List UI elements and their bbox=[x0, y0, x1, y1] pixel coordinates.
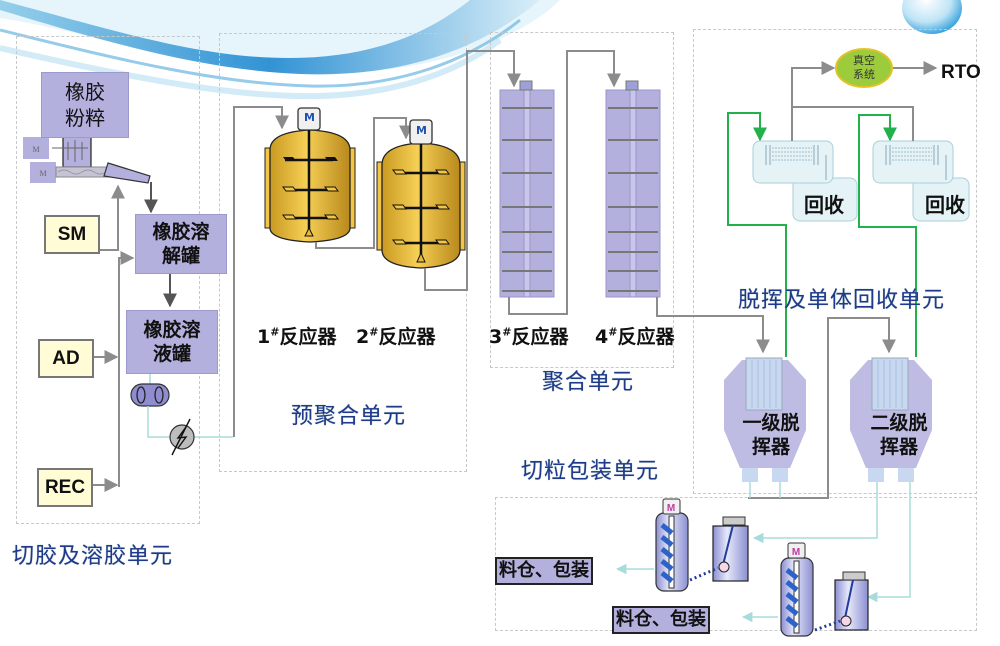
feed-sm: SM bbox=[44, 215, 100, 254]
unit-title-prepoly: 预聚合单元 bbox=[291, 404, 407, 429]
rubber-dissolver-tank: 橡胶溶解罐 bbox=[135, 214, 227, 274]
reactor-2-label: 2#反应器 bbox=[356, 325, 436, 348]
unit-frame-cutting bbox=[16, 36, 200, 524]
reactor-3-column bbox=[499, 80, 555, 298]
reactor-3-label: 3#反应器 bbox=[489, 325, 569, 348]
svg-text:M: M bbox=[39, 169, 46, 178]
pelletizer-1: M bbox=[655, 498, 749, 592]
motor-icon bbox=[662, 498, 681, 515]
pump-icon bbox=[130, 383, 170, 407]
unit-title-pellet: 切粒包装单元 bbox=[521, 459, 660, 484]
rubber-solution-tank: 橡胶溶液罐 bbox=[126, 310, 218, 374]
pelletizer-2: M bbox=[780, 542, 869, 637]
reactor-4-column bbox=[605, 80, 661, 298]
vacuum-system-label: 真空系统 bbox=[853, 54, 875, 81]
devolatilizer-2-label: 二级脱挥器 bbox=[870, 412, 928, 458]
reactor-2-vessel bbox=[376, 119, 466, 269]
recovery-2-label: 回收 bbox=[925, 193, 965, 217]
reactor-4-label: 4#反应器 bbox=[595, 325, 675, 348]
reactor-1-vessel bbox=[264, 107, 356, 243]
crusher-hopper bbox=[62, 136, 92, 168]
unit-frame-devol bbox=[693, 29, 977, 494]
reactor-1-label: 1#反应器 bbox=[257, 325, 337, 348]
heat-exchanger-icon bbox=[169, 418, 195, 456]
motor-icon bbox=[787, 542, 806, 559]
svg-text:M: M bbox=[32, 145, 39, 154]
recovery-condenser-2 bbox=[872, 140, 970, 222]
reactor-1-motor-label: M bbox=[304, 111, 315, 124]
crusher-motor-1 bbox=[23, 137, 49, 159]
water-drop-decoration bbox=[902, 0, 962, 34]
rubber-crusher: 橡胶粉粹 bbox=[41, 72, 129, 138]
unit-title-cutting: 切胶及溶胶单元 bbox=[12, 544, 174, 569]
feed-rec: REC bbox=[37, 468, 93, 507]
recovery-1-label: 回收 bbox=[804, 193, 844, 217]
vacuum-system-node bbox=[835, 48, 893, 88]
crusher-motor-2 bbox=[30, 162, 56, 183]
devolatilizer-1-label: 一级脱挥器 bbox=[742, 412, 800, 458]
unit-frame-poly bbox=[490, 32, 674, 368]
chute bbox=[103, 162, 151, 184]
devolatilizer-2-vessel bbox=[850, 357, 932, 482]
motor-icon bbox=[519, 80, 533, 91]
motor-icon bbox=[625, 80, 639, 91]
devolatilizer-1-vessel bbox=[724, 357, 806, 482]
unit-title-devol: 脱挥及单体回收单元 bbox=[738, 288, 946, 313]
motor-label: M bbox=[792, 547, 800, 558]
silo-packaging-2: 料仓、包装 bbox=[612, 606, 710, 634]
reactor-2-motor-label: M bbox=[416, 124, 427, 137]
feed-ad: AD bbox=[38, 339, 94, 378]
unit-title-poly: 聚合单元 bbox=[542, 370, 635, 395]
silo-packaging-1: 料仓、包装 bbox=[495, 557, 593, 585]
rto-label: RTO bbox=[941, 62, 981, 83]
motor-label: M bbox=[667, 503, 675, 514]
